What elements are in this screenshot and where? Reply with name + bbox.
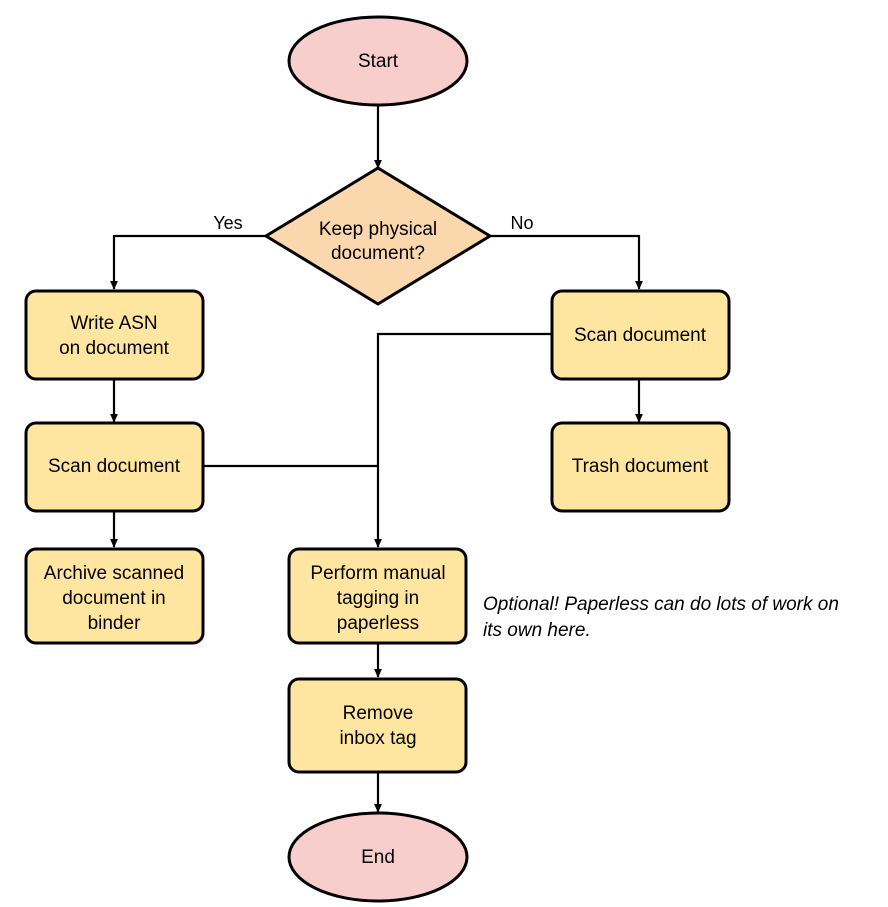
- write-asn-label-line1: Write ASN: [70, 313, 157, 334]
- edge-scan-right-to-tagging: [374, 332, 552, 548]
- annotation-line2: its own here.: [483, 620, 591, 641]
- scan-left-label: Scan document: [48, 456, 181, 477]
- remove-inbox-label-line1: Remove: [343, 703, 414, 724]
- edge-label-yes: Yes: [213, 213, 242, 233]
- start-ellipse: [287, 15, 469, 107]
- remove-inbox-box: [287, 677, 468, 774]
- decision-label-line1: Keep physical: [319, 219, 437, 240]
- edge-label-no: No: [510, 213, 533, 233]
- trash-label: Trash document: [572, 456, 709, 477]
- archive-box: [24, 547, 205, 645]
- annotation-line1: Optional! Paperless can do lots of work …: [483, 594, 839, 615]
- archive-label-line1: Archive scanned: [44, 563, 184, 584]
- tagging-box: [287, 547, 468, 645]
- write-asn-label-line2: on document: [59, 338, 170, 359]
- node-archive-scanned-document[interactable]: Archive scanned document in binder: [24, 547, 205, 645]
- node-perform-manual-tagging[interactable]: Perform manual tagging in paperless: [287, 547, 468, 645]
- archive-label-line3: binder: [88, 613, 141, 634]
- node-end[interactable]: End: [287, 811, 469, 903]
- node-decision-keep-physical-document[interactable]: Keep physical document?: [263, 166, 493, 306]
- start-label: Start: [358, 51, 399, 72]
- end-ellipse: [287, 811, 469, 903]
- scan-left-box: [24, 421, 205, 513]
- write-asn-box: [24, 289, 205, 381]
- node-trash-document[interactable]: Trash document: [550, 421, 731, 513]
- trash-box: [550, 421, 731, 513]
- edge-decision-no-to-scan-right: [490, 234, 643, 290]
- annotation-optional-paperless: Optional! Paperless can do lots of work …: [483, 594, 839, 641]
- node-remove-inbox-tag[interactable]: Remove inbox tag: [287, 677, 468, 774]
- scan-right-label: Scan document: [574, 325, 707, 346]
- tagging-label-line2: tagging in: [337, 588, 419, 609]
- scan-right-box: [550, 289, 731, 381]
- decision-diamond: [263, 166, 493, 306]
- archive-label-line2: document in: [62, 588, 166, 609]
- end-label: End: [361, 847, 395, 868]
- decision-label-line2: document?: [331, 243, 425, 264]
- tagging-label-line3: paperless: [337, 613, 419, 634]
- node-scan-document-left[interactable]: Scan document: [24, 421, 205, 513]
- node-write-asn-on-document[interactable]: Write ASN on document: [24, 289, 205, 381]
- tagging-label-line1: Perform manual: [310, 563, 445, 584]
- node-scan-document-right[interactable]: Scan document: [550, 289, 731, 381]
- edge-decision-yes-to-write-asn: [110, 234, 266, 290]
- remove-inbox-label-line2: inbox tag: [339, 728, 416, 749]
- node-start[interactable]: Start: [287, 15, 469, 107]
